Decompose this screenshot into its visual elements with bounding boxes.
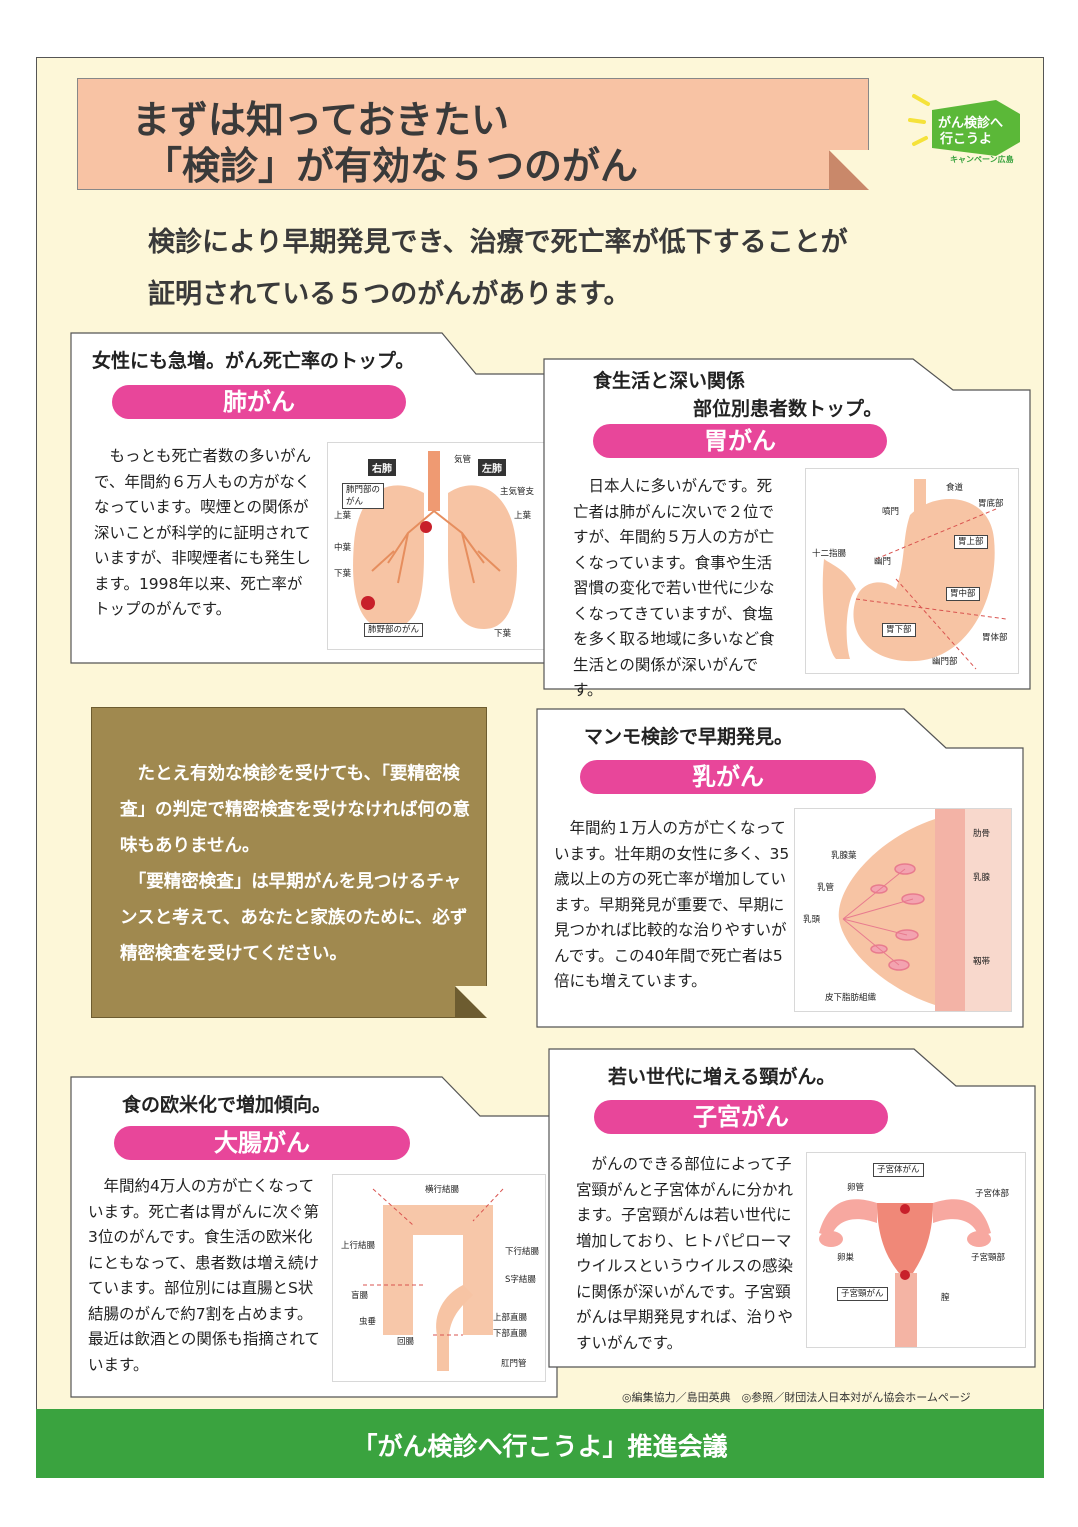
label-middle: 中葉 [334, 543, 352, 553]
lung-illustration: 右肺 左肺 気管 肺門部の がん 主気管支 上葉 上葉 中葉 下葉 肺野部のがん… [327, 442, 546, 650]
label-sigmoid: S字結腸 [505, 1275, 536, 1285]
label-ligament: 靱帯 [973, 957, 991, 967]
stomach-illustration: 食道 噴門 胃底部 胃上部 十二指腸 幽門 胃中部 胃下部 胃体部 幽門部 [805, 468, 1019, 674]
label-upper-left: 上葉 [514, 511, 532, 521]
footer-organization: 「がん検診へ行こうよ」推進会議 [352, 1432, 728, 1461]
label-uterine-body: 子宮体部 [975, 1189, 1010, 1199]
uterus-illustration: 子宮体がん 卵管 子宮体部 卵巣 子宮頸部 子宮頸がん 膣 [806, 1152, 1026, 1348]
lung-cancer-card: 女性にも急増。がん死亡率のトップ。 肺がん もっとも死亡者数の多いがんで、年間約… [70, 332, 558, 664]
label-cervix: 子宮頸部 [971, 1253, 1006, 1263]
label-cervical-cancer: 子宮頸がん [837, 1287, 888, 1301]
label-upper-stomach: 胃上部 [954, 535, 988, 549]
lung-title-pill: 肺がん [112, 385, 406, 419]
breast-illustration: 肋骨 乳腺葉 乳腺 乳管 乳頭 靱帯 皮下脂肪組織 [794, 808, 1012, 1012]
label-lower-left: 下葉 [494, 629, 512, 639]
label-cecum: 盲腸 [351, 1291, 369, 1301]
lungs-icon [353, 451, 517, 629]
label-stomach-body: 胃体部 [982, 633, 1008, 643]
footer-banner: 「がん検診へ行こうよ」推進会議 [36, 1409, 1044, 1478]
label-nipple: 乳頭 [803, 915, 821, 925]
label-peripheral-cancer: 肺野部のがん [364, 623, 424, 637]
breast-cancer-card: マンモ検診で早期発見。 乳がん 年間約１万人の方が亡くなっています。壮年期の女性… [536, 708, 1024, 1028]
campaign-logo: がん検診へ 行こうよ キャンペーン広島 [908, 92, 1028, 172]
uterus-lead: 若い世代に増える頸がん。 [608, 1066, 836, 1088]
label-cardia: 噴門 [882, 507, 900, 517]
intestine-icon [363, 1188, 504, 1371]
stomach-description: 日本人に多いがんです。死亡者は肺がんに次いで２位ですが、年間約５万人の方が亡くな… [573, 477, 775, 699]
label-right-lung: 右肺 [368, 459, 396, 476]
colon-illustration: 横行結腸 上行結腸 下行結腸 S字結腸 盲腸 虫垂 上部直腸 下部直腸 回腸 肛… [332, 1174, 546, 1382]
notice-box: たとえ有効な検診を受けても、「要精密検査」の判定で精密検査を受けなければ何の意味… [91, 707, 487, 1018]
label-bronchus: 主気管支 [500, 487, 535, 497]
label-ileum: 回腸 [397, 1337, 415, 1347]
label-duodenum: 十二指腸 [812, 549, 847, 559]
label-ascending: 上行結腸 [341, 1241, 376, 1251]
credit-line: ◎編集協力／島田英典 ◎参照／財団法人日本対がん協会ホームページ [622, 1391, 971, 1404]
lung-lead: 女性にも急増。がん死亡率のトップ。 [92, 350, 415, 372]
label-duct: 乳管 [817, 883, 835, 893]
intro-line-2: 証明されている５つのがんがあります。 [148, 279, 631, 310]
breast-description: 年間約１万人の方が亡くなっています。壮年期の女性に多く、35歳以上の方の死亡率が… [554, 819, 790, 990]
label-pylorus: 幽門 [874, 557, 892, 567]
uterus-title-pill: 子宮がん [594, 1100, 888, 1134]
label-left-lung: 左肺 [478, 459, 506, 476]
breast-title-pill: 乳がん [580, 760, 876, 794]
stomach-lead-2: 部位別患者数トップ。 [693, 398, 883, 420]
stomach-lead-1: 食生活と深い関係 [593, 370, 746, 392]
label-transverse: 横行結腸 [425, 1185, 460, 1195]
label-fat: 皮下脂肪組織 [825, 993, 877, 1003]
label-hilar-cancer: 肺門部の がん [342, 483, 385, 509]
breast-icon [838, 809, 1011, 1011]
notice-para-1: たとえ有効な検診を受けても、「要精密検査」の判定で精密検査を受けなければ何の意味… [120, 764, 470, 856]
label-fallopian-tube: 卵管 [847, 1183, 865, 1193]
uterus-description: がんのできる部位によって子宮頸がんと子宮体がんに分かれます。子宮頸がんは若い世代… [576, 1155, 794, 1352]
logo-line-2: 行こうよ [940, 132, 993, 147]
label-trachea: 気管 [454, 455, 472, 465]
stomach-cancer-card: 食生活と深い関係 部位別患者数トップ。 胃がん 日本人に多いがんです。死亡者は肺… [543, 358, 1031, 699]
label-upper-rectum: 上部直腸 [493, 1313, 528, 1323]
lung-description: もっとも死亡者数の多いがんで、年間約６万人もの方がなくなっています。喫煙との関係… [94, 447, 312, 618]
title-line-1: まずは知っておきたい [132, 98, 509, 142]
label-vagina: 膣 [941, 1293, 950, 1303]
label-lower-stomach: 胃下部 [882, 623, 916, 637]
label-lower-right: 下葉 [334, 569, 352, 579]
intro-line-1: 検診により早期発見でき、治療で死亡率が低下することが [148, 227, 848, 258]
label-appendix: 虫垂 [359, 1317, 377, 1327]
label-esophagus: 食道 [946, 483, 964, 493]
title-line-2: 「検診」が有効な５つのがん [144, 144, 639, 188]
label-rib: 肋骨 [973, 829, 991, 839]
label-gland: 乳腺 [973, 873, 991, 883]
logo-line-3: キャンペーン広島 [950, 155, 1014, 164]
uterus-icon [819, 1199, 991, 1347]
label-ovary: 卵巣 [837, 1253, 855, 1263]
stomach-title-pill: 胃がん [593, 424, 887, 458]
label-anus: 肛門管 [501, 1359, 527, 1369]
label-upper-right: 上葉 [334, 511, 352, 521]
label-body-cancer: 子宮体がん [873, 1163, 924, 1177]
notice-para-2: 「要精密検査」は早期がんを見つけるチャンスと考えて、あなたと家族のために、必ず精… [120, 872, 468, 964]
uterine-cancer-card: 若い世代に増える頸がん。 子宮がん がんのできる部位によって子宮頸がんと子宮体が… [548, 1048, 1036, 1368]
label-lower-rectum: 下部直腸 [493, 1329, 528, 1339]
colon-lead: 食の欧米化で増加傾向。 [122, 1094, 332, 1116]
title-banner: まずは知っておきたい 「検診」が有効な５つのがん [77, 78, 869, 190]
megaphone-icon [908, 94, 1020, 156]
colon-title-pill: 大腸がん [114, 1126, 410, 1160]
label-lobe: 乳腺葉 [831, 851, 857, 861]
label-middle-stomach: 胃中部 [946, 587, 980, 601]
breast-lead: マンモ検診で早期発見。 [584, 726, 794, 748]
colon-description: 年間約4万人の方が亡くなっています。死亡者は胃がんに次ぐ第3位のがんです。食生活… [88, 1177, 320, 1374]
label-fundus: 胃底部 [978, 499, 1004, 509]
logo-line-1: がん検診へ [938, 116, 1004, 131]
label-antrum: 幽門部 [932, 657, 958, 667]
colon-cancer-card: 食の欧米化で増加傾向。 大腸がん 年間約4万人の方が亡くなっています。死亡者は胃… [70, 1076, 558, 1398]
label-descending: 下行結腸 [505, 1247, 540, 1257]
